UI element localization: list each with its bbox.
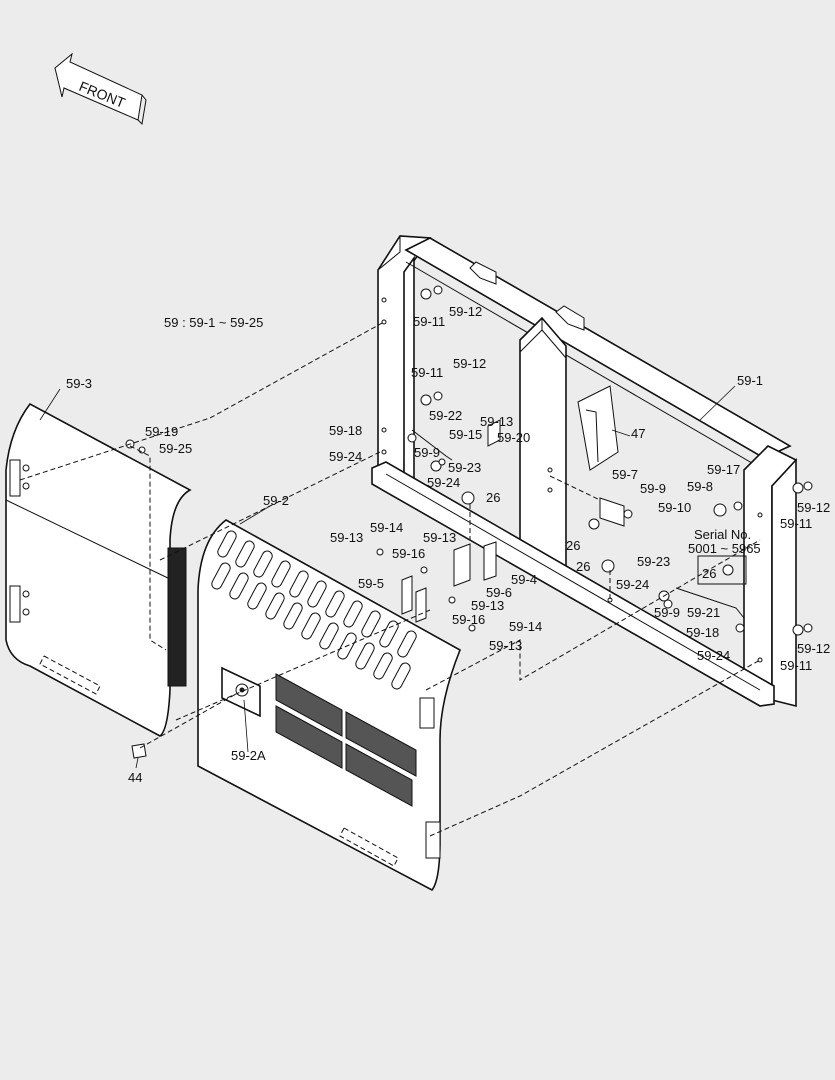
callout-59-21: 59-21 [687, 605, 720, 620]
callout-59-22: 59-22 [429, 408, 462, 423]
callout-47: 47 [631, 426, 645, 441]
callout-59-16-a: 59-16 [392, 546, 425, 561]
callout-59-4: 59-4 [511, 572, 537, 587]
callout-59-24-a: 59-24 [329, 449, 362, 464]
callout-26-a: 26 [486, 490, 500, 505]
callout-59-8: 59-8 [687, 479, 713, 494]
callout-59-13-a: 59-13 [480, 414, 513, 429]
assembly-note: 59 : 59-1 ~ 59-25 [164, 315, 263, 330]
callout-59-11-a: 59-11 [413, 314, 445, 329]
callout-59-18-b: 59-18 [686, 625, 719, 640]
callout-26-b: 26 [566, 538, 580, 553]
callout-59-14-b: 59-14 [509, 619, 542, 634]
serial-part-label: 26 [702, 566, 716, 581]
callout-59-15: 59-15 [449, 427, 482, 442]
callout-44: 44 [128, 770, 142, 785]
assembly-lines [19, 321, 761, 837]
callout-59-11-b: 59-11 [411, 365, 443, 380]
callout-59-18-a: 59-18 [329, 423, 362, 438]
callout-59-23-a: 59-23 [448, 460, 481, 475]
callout-59-1: 59-1 [737, 373, 763, 388]
callout-59-6: 59-6 [486, 585, 512, 600]
callout-59-9-a: 59-9 [414, 445, 440, 460]
callout-59-2a: 59-2A [231, 748, 266, 763]
callout-59-12-d: 59-12 [797, 641, 830, 656]
callout-59-14-a: 59-14 [370, 520, 403, 535]
callout-59-9-c: 59-9 [654, 605, 680, 620]
callout-59-12-c: 59-12 [797, 500, 830, 515]
callout-59-16-b: 59-16 [452, 612, 485, 627]
serial-title: Serial No. [694, 527, 751, 542]
callout-59-17: 59-17 [707, 462, 740, 477]
front-direction-arrow: FRONT [54, 52, 147, 126]
front-door-59-2 [197, 519, 462, 892]
callout-59-11-d: 59-11 [780, 658, 812, 673]
callout-59-24-c: 59-24 [616, 577, 649, 592]
callout-59-12-a: 59-12 [449, 304, 482, 319]
hardware-parts [125, 285, 813, 759]
callout-59-11-c: 59-11 [780, 516, 812, 531]
callout-59-5: 59-5 [358, 576, 384, 591]
callout-59-13-e: 59-13 [489, 638, 522, 653]
serial-number-box: Serial No. 5001 ~ 5965 26 [688, 527, 761, 585]
callout-59-3: 59-3 [66, 376, 92, 391]
callout-59-13-d: 59-13 [471, 598, 504, 613]
callout-59-7: 59-7 [612, 467, 638, 482]
callout-59-10: 59-10 [658, 500, 691, 515]
frame-59-1 [371, 235, 798, 708]
callout-59-20: 59-20 [497, 430, 530, 445]
callout-59-19: 59-19 [145, 424, 178, 439]
callout-59-23-b: 59-23 [637, 554, 670, 569]
callout-26-c: 26 [576, 559, 590, 574]
callout-59-9-b: 59-9 [640, 481, 666, 496]
side-cover-59-3 [5, 402, 192, 737]
callout-59-25: 59-25 [159, 441, 192, 456]
callout-59-13-c: 59-13 [423, 530, 456, 545]
callout-59-12-b: 59-12 [453, 356, 486, 371]
callout-59-2: 59-2 [263, 493, 289, 508]
callout-59-24-b: 59-24 [427, 475, 460, 490]
serial-range: 5001 ~ 5965 [688, 541, 761, 556]
callout-59-13-b: 59-13 [330, 530, 363, 545]
callout-labels: 59-12 59-11 59-11 59-12 59-22 59-18 59-1… [66, 304, 830, 785]
callout-leaders [39, 385, 736, 769]
callout-59-24-d: 59-24 [697, 648, 730, 663]
